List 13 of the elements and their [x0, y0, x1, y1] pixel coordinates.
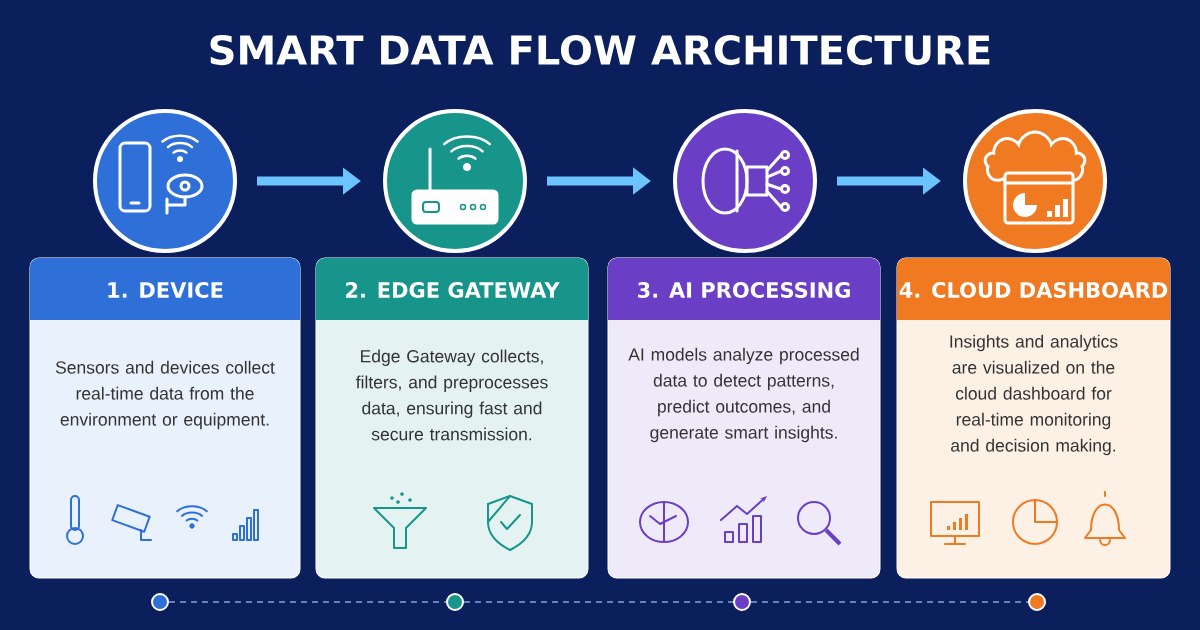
title: SMART DATA FLOW ARCHITECTURE [210, 34, 990, 66]
icon-circle [383, 109, 527, 253]
timeline-dot [733, 593, 751, 611]
step-card: 4. CLOUD DASHBOARD Insights and analytics are visualized on the cloud dashboard for real-time monitoring and decision making. [896, 257, 1171, 579]
timeline-dot [1028, 593, 1046, 611]
icon-circle [673, 109, 817, 253]
timeline-dot [151, 593, 169, 611]
timeline-dot [446, 593, 464, 611]
step-card: 2. EDGE GATEWAY Edge Gateway collects, filters, and preprocesses data, ensuring fast and secure transmission. [315, 257, 589, 579]
step-card: 1. DEVICE Sensors and devices collect real-time data from the environment or equipment. [29, 257, 301, 579]
icon-circle [93, 109, 237, 253]
step-card: 3. AI PROCESSING AI models analyze processed data to detect patterns, predict outcomes, and generate smart insights. [607, 257, 881, 579]
icon-circle [963, 109, 1107, 253]
